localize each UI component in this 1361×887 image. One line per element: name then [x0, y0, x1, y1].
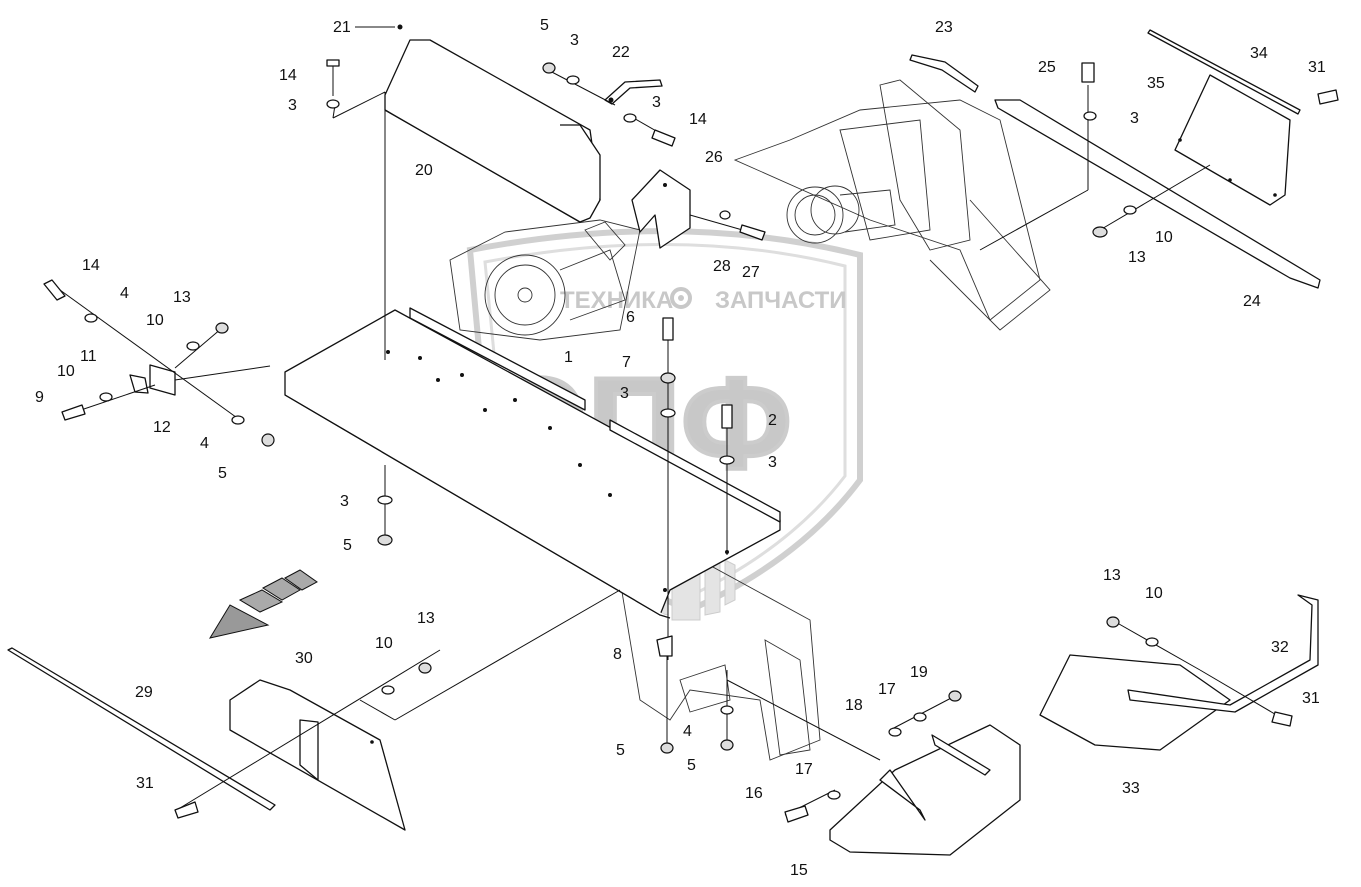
- callout-4: 4: [200, 435, 209, 452]
- callout-10: 10: [146, 312, 164, 329]
- callout-3: 3: [570, 32, 579, 49]
- callout-7: 7: [622, 354, 631, 371]
- callout-3: 3: [620, 385, 629, 402]
- callout-28: 28: [713, 258, 731, 275]
- callout-2: 2: [768, 412, 777, 429]
- callout-20: 20: [415, 162, 433, 179]
- callout-6: 6: [626, 309, 635, 326]
- callout-26: 26: [705, 149, 723, 166]
- callout-1: 1: [564, 349, 573, 366]
- callout-17: 17: [795, 761, 813, 778]
- bolt-14-left: [43, 279, 66, 301]
- watermark-company-right: ЗАПЧАСТИ: [715, 287, 847, 314]
- callout-21: 21: [333, 19, 351, 36]
- background-machinery: [449, 79, 1051, 761]
- bolt-14-right: [651, 129, 676, 147]
- callout-5: 5: [540, 17, 549, 34]
- callout-24: 24: [1243, 293, 1261, 310]
- cover-part-20: [384, 24, 601, 223]
- callout-31: 31: [136, 775, 154, 792]
- callout-34: 34: [1250, 45, 1268, 62]
- bolt-14-top: [326, 59, 340, 80]
- callout-27: 27: [742, 264, 760, 281]
- fasteners: [43, 59, 1339, 823]
- watermark-company-left: ТЕХНИКА: [560, 287, 673, 314]
- callout-5: 5: [616, 742, 625, 759]
- plate-part-30: [229, 679, 406, 831]
- strip-part-29: [7, 647, 276, 811]
- callout-13: 13: [417, 610, 435, 627]
- callout-25: 25: [1038, 59, 1056, 76]
- gear-icon: [670, 287, 692, 309]
- callout-18: 18: [845, 697, 863, 714]
- callout-29: 29: [135, 684, 153, 701]
- callout-3: 3: [768, 454, 777, 471]
- callout-31: 31: [1308, 59, 1326, 76]
- guard-part-15: [829, 724, 1021, 856]
- strip-part-24: [994, 99, 1321, 289]
- callout-16: 16: [745, 785, 763, 802]
- callout-30: 30: [295, 650, 313, 667]
- callout-3: 3: [288, 97, 297, 114]
- callout-35: 35: [1147, 75, 1165, 92]
- callout-13: 13: [1128, 249, 1146, 266]
- callout-5: 5: [218, 465, 227, 482]
- bracket-part-12: [129, 364, 176, 396]
- callout-3: 3: [1130, 110, 1139, 127]
- direction-arrow-icon: [208, 569, 318, 639]
- callout-14: 14: [82, 257, 100, 274]
- callout-10: 10: [375, 635, 393, 652]
- plate-part-35: [1147, 29, 1301, 206]
- callout-5: 5: [343, 537, 352, 554]
- bracket-part-32: [1127, 594, 1319, 713]
- callout-11: 11: [80, 348, 97, 365]
- callout-10: 10: [57, 363, 75, 380]
- callout-31: 31: [1302, 690, 1320, 707]
- callout-13: 13: [173, 289, 191, 306]
- callout-17: 17: [878, 681, 896, 698]
- rod-part-22: [604, 79, 663, 105]
- callout-4: 4: [120, 285, 129, 302]
- callout-10: 10: [1155, 229, 1173, 246]
- guard-part-33: [1039, 654, 1231, 751]
- callout-8: 8: [613, 646, 622, 663]
- callout-19: 19: [910, 664, 928, 681]
- callout-13: 13: [1103, 567, 1121, 584]
- callout-3: 3: [340, 493, 349, 510]
- bracket-part-26: [631, 169, 691, 249]
- callout-14: 14: [689, 111, 707, 128]
- callout-12: 12: [153, 419, 171, 436]
- callout-23: 23: [935, 19, 953, 36]
- callout-15: 15: [790, 862, 808, 879]
- callout-4: 4: [683, 723, 692, 740]
- callout-9: 9: [35, 389, 44, 406]
- callout-10: 10: [1145, 585, 1163, 602]
- callout-14: 14: [279, 67, 297, 84]
- callout-5: 5: [687, 757, 696, 774]
- callout-labels: 1 2 3 3 3 3 3 3 3 4 4 4 5 5 5 5 5 6 7 8 …: [35, 17, 1326, 879]
- callout-3: 3: [652, 94, 661, 111]
- callout-32: 32: [1271, 639, 1289, 656]
- strip-part-23: [909, 54, 979, 93]
- chute-part-1: [284, 307, 781, 619]
- callout-22: 22: [612, 44, 630, 61]
- callout-33: 33: [1122, 780, 1140, 797]
